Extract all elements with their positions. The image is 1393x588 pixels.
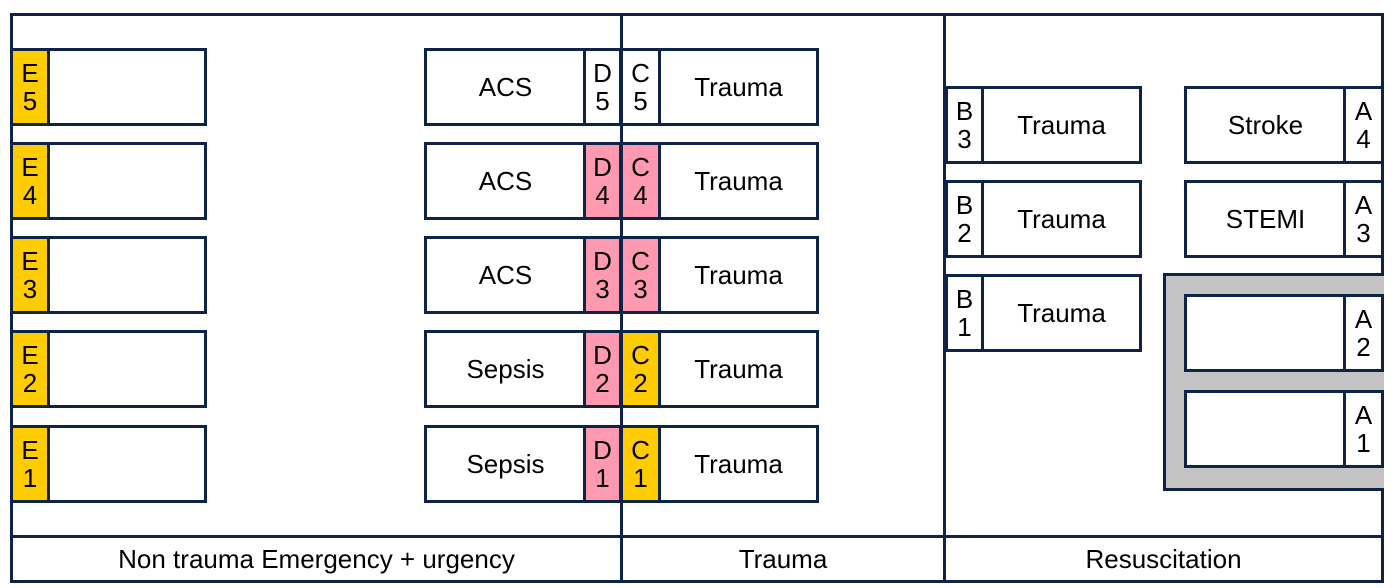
zone-label-resuscitation: Resuscitation bbox=[1085, 543, 1242, 574]
bed-b3-label: Trauma bbox=[1017, 109, 1106, 140]
bed-b2-label: Trauma bbox=[1017, 203, 1106, 234]
bed-d5-label: ACS bbox=[478, 71, 533, 102]
bed-a1-label bbox=[1187, 393, 1344, 465]
bed-c3-label: Trauma bbox=[694, 259, 783, 290]
zone-label-trauma: Trauma bbox=[738, 543, 828, 574]
bed-d1-label: Sepsis bbox=[466, 448, 545, 479]
bed-c4-label: Trauma bbox=[694, 165, 783, 196]
bed-b1-label: Trauma bbox=[1017, 297, 1106, 328]
label-row-divider bbox=[10, 535, 1384, 538]
zone-divider-resuscitation bbox=[943, 13, 946, 583]
bed-d4-label: ACS bbox=[478, 165, 533, 196]
bed-a3-label: STEMI bbox=[1225, 203, 1306, 234]
bed-a2-label bbox=[1187, 297, 1344, 369]
zone-label-non-trauma: Non trauma Emergency + urgency bbox=[118, 543, 515, 574]
bed-a4-label: Stroke bbox=[1227, 109, 1304, 140]
bed-d2-label: Sepsis bbox=[466, 353, 545, 384]
bed-c1-label: Trauma bbox=[694, 448, 783, 479]
bed-c2-label: Trauma bbox=[694, 353, 783, 384]
bed-c5-label: Trauma bbox=[694, 71, 783, 102]
bed-d3-label: ACS bbox=[478, 259, 533, 290]
